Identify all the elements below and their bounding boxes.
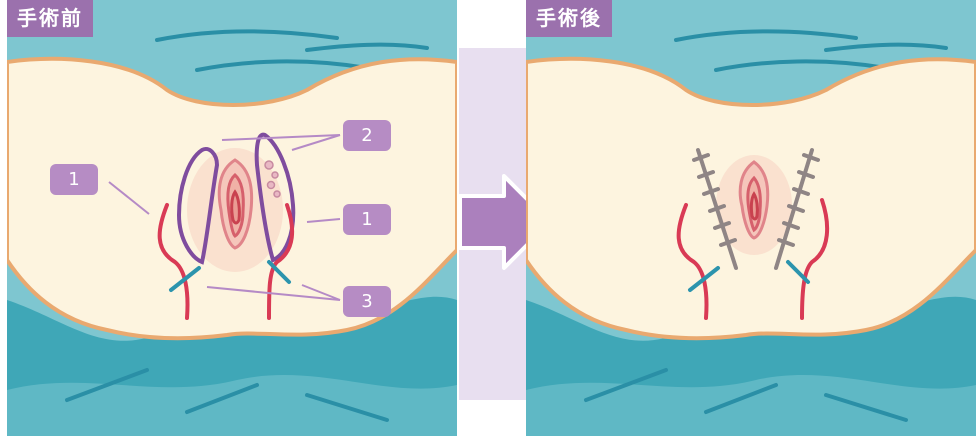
after-panel: 手術後	[526, 0, 976, 436]
after-label: 手術後	[526, 0, 612, 37]
before-label: 手術前	[7, 0, 93, 37]
before-panel: 手術前 1 1 2 3	[7, 0, 457, 436]
callout-2: 2	[343, 120, 391, 151]
callout-3: 3	[343, 286, 391, 317]
callout-1-left: 1	[50, 164, 98, 195]
after-illustration	[526, 0, 976, 436]
callout-1-right: 1	[343, 204, 391, 235]
